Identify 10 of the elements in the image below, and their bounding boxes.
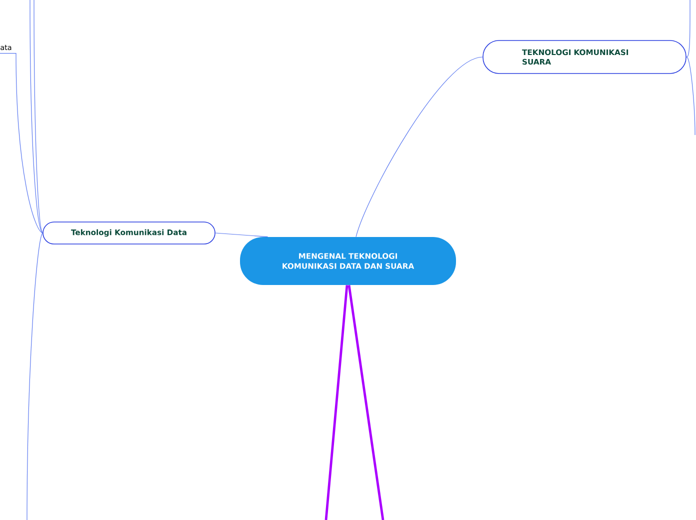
branch-line: [686, 56, 696, 136]
branch-line: [356, 56, 483, 238]
branch-line: [215, 232, 268, 238]
branch-line: [686, 0, 690, 58]
branch-line: [34, 0, 43, 234]
branch-line: [26, 232, 43, 520]
branch-line: [0, 52, 43, 234]
branch-line: [324, 285, 348, 520]
branch-line: [30, 0, 43, 234]
branch-line: [348, 285, 384, 520]
